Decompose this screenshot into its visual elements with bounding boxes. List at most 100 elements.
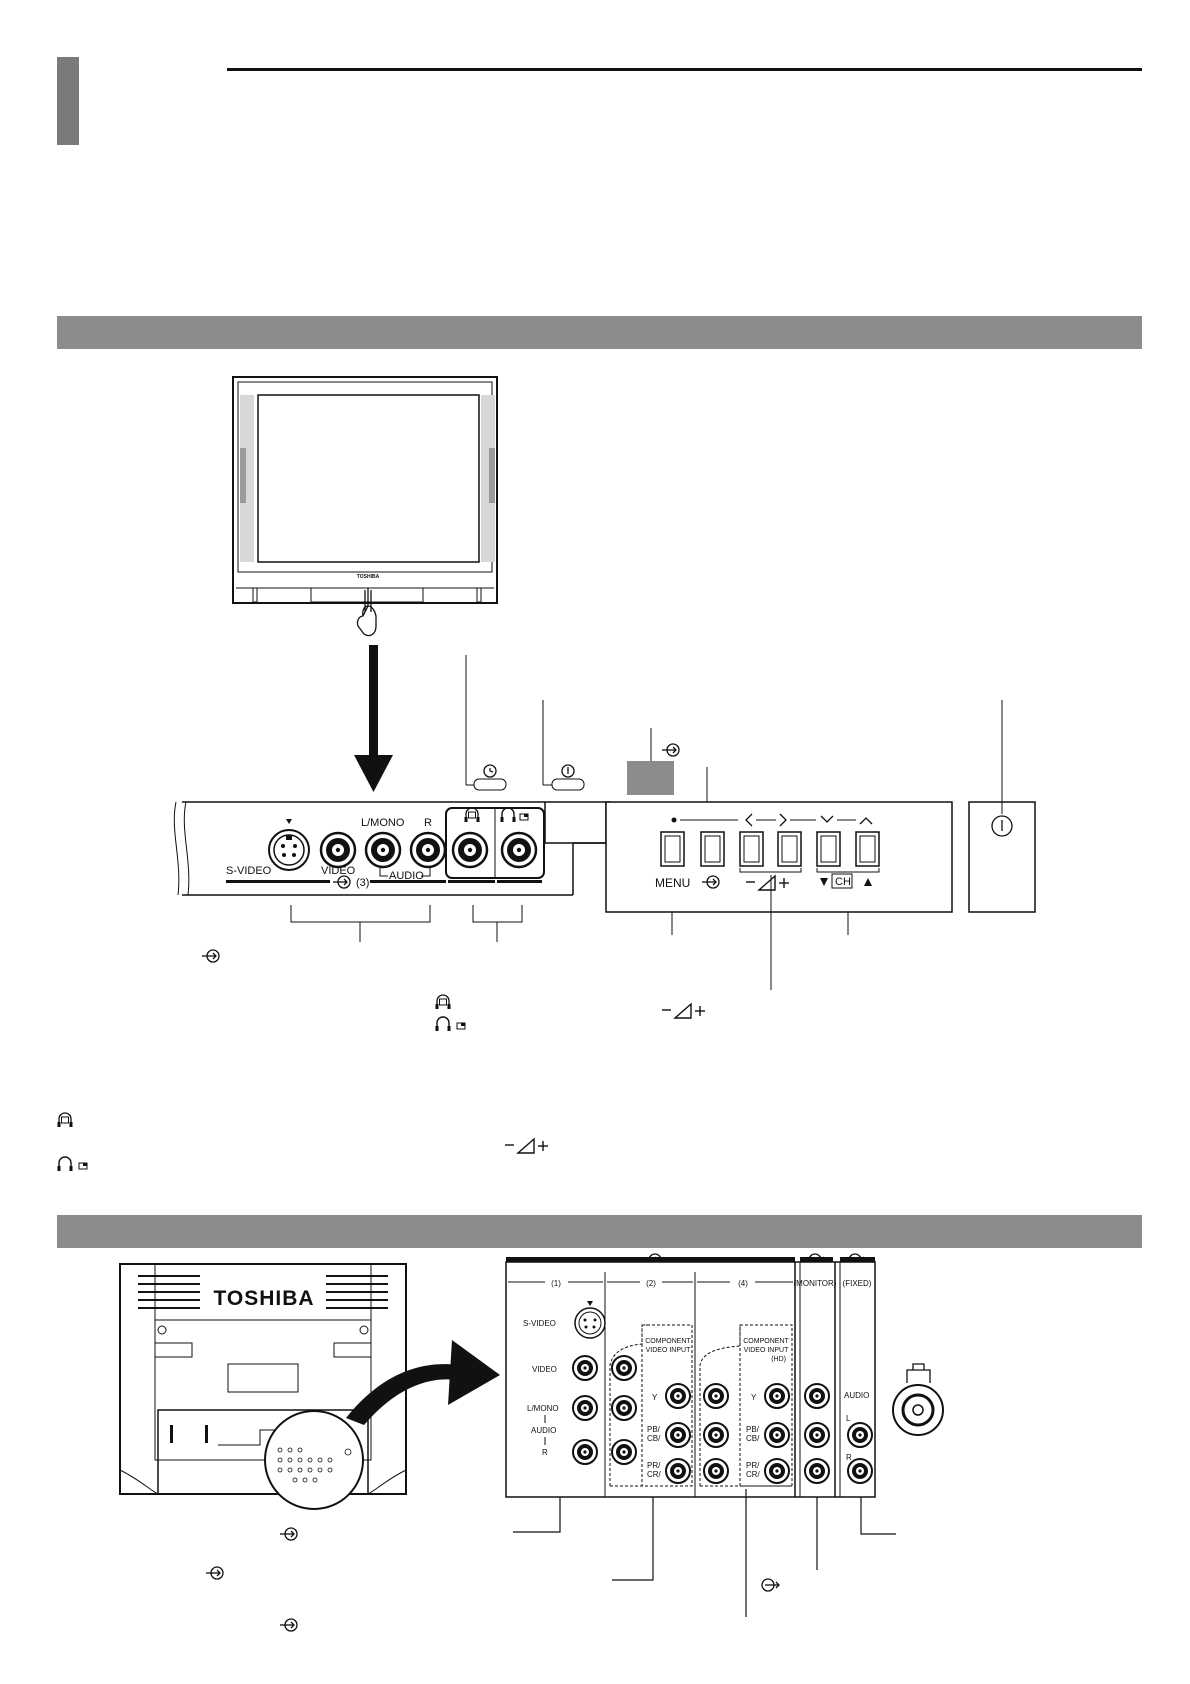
fixed-r-label: R xyxy=(846,1453,852,1462)
front-video-label: VIDEO xyxy=(321,865,356,877)
comp1-cb-label: CB/ xyxy=(647,1434,661,1443)
margin-headphone-cd-icon xyxy=(56,1112,74,1128)
rear-col4-label: (4) xyxy=(738,1279,748,1288)
callout-volume-icon xyxy=(661,1003,706,1019)
rear-callout-lines xyxy=(205,1489,896,1632)
front-video-jack[interactable] xyxy=(319,831,357,869)
comp1-pb-label: PB/ xyxy=(647,1425,661,1434)
ch-up-arrow-icon xyxy=(864,878,872,886)
volume-up-button[interactable] xyxy=(777,831,802,867)
front-audio-r-jack[interactable] xyxy=(409,831,447,869)
rear-r-label: R xyxy=(542,1448,548,1457)
front-r-label: R xyxy=(424,817,432,829)
comp1-pb-jack[interactable] xyxy=(665,1422,691,1448)
comp1-y-jack[interactable] xyxy=(665,1383,691,1409)
comp2-y-label: Y xyxy=(751,1393,757,1402)
comp1-cr-label: CR/ xyxy=(647,1470,662,1479)
header-rule xyxy=(227,68,1142,71)
rear-col2-label: (2) xyxy=(646,1279,656,1288)
front-audio-label: AUDIO xyxy=(389,870,424,882)
monitor-out-2-jack[interactable] xyxy=(804,1422,830,1448)
front-svideo-label: S-VIDEO xyxy=(226,865,272,877)
chapter-tab xyxy=(57,57,79,145)
callout-input-icon-2 xyxy=(205,1566,224,1580)
ch-label: CH xyxy=(835,876,851,888)
comp2-cb-label: CB/ xyxy=(746,1434,760,1443)
sensor-input-icon xyxy=(661,743,680,757)
power-indicator-icon xyxy=(561,764,575,778)
margin-pip-icon xyxy=(78,1162,88,1170)
comp2-pb-jack[interactable] xyxy=(764,1422,790,1448)
comp2-ext-pb-jack[interactable] xyxy=(703,1422,729,1448)
rear-video1-jack[interactable] xyxy=(572,1355,598,1381)
rear-fixed-label: (FIXED) xyxy=(843,1279,872,1288)
section-band-front xyxy=(57,316,1142,349)
rear-audio1-l-jack[interactable] xyxy=(572,1395,598,1421)
fixed-l-label: L xyxy=(846,1414,851,1423)
fixed-audio-label: AUDIO xyxy=(844,1391,869,1400)
rear-lmono-label: L/MONO xyxy=(527,1404,559,1413)
volume-down-button[interactable] xyxy=(739,831,764,867)
comp1-pr-jack[interactable] xyxy=(665,1458,691,1484)
menu-label: MENU xyxy=(655,876,690,890)
component-hd-label-2: VIDEO INPUT xyxy=(744,1347,789,1354)
comp2-y-jack[interactable] xyxy=(764,1383,790,1409)
callout-input-icon-3 xyxy=(279,1618,298,1632)
power-switch-icon[interactable] xyxy=(991,815,1013,837)
callout-headphone-cd-icon xyxy=(434,994,452,1010)
rear-audio2-r-jack[interactable] xyxy=(611,1439,637,1465)
monitor-out-3-jack[interactable] xyxy=(804,1458,830,1484)
channel-up-button[interactable] xyxy=(855,831,880,867)
input-button[interactable] xyxy=(700,831,725,867)
component-hd-label-3: (HD) xyxy=(771,1356,786,1363)
rear-monitor-label: (MONITOR) xyxy=(794,1279,837,1288)
ch-down-arrow-icon xyxy=(820,878,828,886)
comp2-ext-y-jack[interactable] xyxy=(703,1383,729,1409)
rear-svideo-label: S-VIDEO xyxy=(523,1319,556,1328)
menu-button[interactable] xyxy=(660,831,685,867)
front-audio-l-jack[interactable] xyxy=(364,831,402,869)
front-callout-brackets xyxy=(201,905,523,1032)
monitor-out-1-jack[interactable] xyxy=(804,1383,830,1409)
tv-brand-small: TOSHIBA xyxy=(357,574,380,580)
fixed-audio-l-jack[interactable] xyxy=(847,1422,873,1448)
rear-audio2-l-jack[interactable] xyxy=(611,1395,637,1421)
front-headphone-jack-2[interactable] xyxy=(500,831,538,869)
front-connector-panel: S-VIDEO VIDEO L/MONO R AUDIO (3) xyxy=(173,801,611,896)
rear-connector-panel: (1) (2) (4) (MONITOR) (FIXED) S-VIDEO VI… xyxy=(505,1253,876,1498)
main-power-switch xyxy=(968,700,1036,913)
comp2-ext-pr-jack[interactable] xyxy=(703,1458,729,1484)
component-label-2: VIDEO INPUT xyxy=(646,1347,691,1354)
channel-down-button[interactable] xyxy=(816,831,841,867)
front-input-icon xyxy=(332,875,351,889)
rear-col1-label: (1) xyxy=(551,1279,561,1288)
remote-sensor-window xyxy=(627,761,674,795)
callout-pip-icon xyxy=(456,1022,466,1030)
margin-headphone-icon xyxy=(56,1156,74,1172)
comp2-pr-label: PR/ xyxy=(746,1461,760,1470)
component-hd-label-1: COMPONENT xyxy=(743,1338,789,1345)
rear-audio-label: AUDIO xyxy=(531,1426,556,1435)
zoom-arrow-rear xyxy=(346,1340,500,1425)
fixed-audio-r-jack[interactable] xyxy=(847,1458,873,1484)
rear-video-label: VIDEO xyxy=(532,1365,557,1374)
front-lmono-label: L/MONO xyxy=(361,817,405,829)
tv-front-illustration: TOSHIBA xyxy=(232,376,498,637)
rear-audio1-r-jack[interactable] xyxy=(572,1439,598,1465)
callout-output-icon xyxy=(761,1578,780,1592)
comp2-cr-label: CR/ xyxy=(746,1470,761,1479)
comp1-y-label: Y xyxy=(652,1393,658,1402)
margin-volume-icon xyxy=(504,1138,549,1154)
callout-headphone-icon xyxy=(434,1016,452,1032)
comp2-pr-jack[interactable] xyxy=(764,1458,790,1484)
timer-icon xyxy=(483,764,497,778)
tv-rear-illustration: TOSHIBA xyxy=(119,1263,407,1510)
rear-video2-jack[interactable] xyxy=(611,1355,637,1381)
rear-brand: TOSHIBA xyxy=(213,1287,314,1310)
front-headphone-jack-1[interactable] xyxy=(451,831,489,869)
front-control-panel: MENU CH xyxy=(573,728,953,1019)
comp2-pb-label: PB/ xyxy=(746,1425,760,1434)
callout-input-icon-1 xyxy=(279,1527,298,1541)
antenna-connector[interactable] xyxy=(892,1363,944,1436)
